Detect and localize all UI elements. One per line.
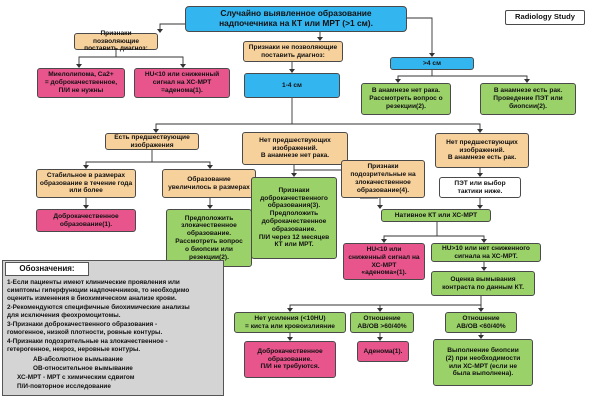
legend-item: симптомы гиперфункции надпочечников, то … (7, 287, 190, 294)
node-ratio-low: Отношение АВ/ОВ <60/40% (445, 312, 517, 333)
legend-item: для исключения феохромоцитомы. (7, 312, 121, 319)
node-benign-no-followup: Доброкачественное образование. П/И не тр… (244, 341, 336, 378)
legend-item: П/И-повторное исследование (17, 383, 111, 390)
node-adenoma: Аденома(1). (357, 341, 409, 362)
node-biopsy: Выполнение биопсии (2) при необходимости… (433, 339, 533, 386)
node-allow-diagnosis: Признаки позволяющие поставить диагноз: (74, 30, 158, 52)
legend-item: гомогенное, низкой плотности, ровные кон… (7, 329, 163, 336)
node-pet-or-tactics: ПЭТ или выбор тактики ниже. (439, 177, 521, 198)
node-assume-malignant: Предположить злокачественное образование… (166, 209, 252, 267)
node-stable: Стабильное в размерах образование в тече… (36, 169, 136, 198)
legend-item: 3-Признаки доброкачественного образовани… (7, 321, 158, 328)
node-gt4cm: >4 см (390, 57, 474, 70)
node-benign-features: Признаки доброкачественного образования(… (251, 177, 337, 259)
root-node: Случайно выявленное образование надпочеч… (185, 6, 407, 32)
node-prior-images: Есть предшествующие изображения (105, 133, 199, 150)
legend-panel: Обозначения: 1-Если пациенты имеют клини… (2, 260, 224, 396)
legend-item: 2-Рекомендуются специфичные биохимически… (7, 304, 190, 311)
node-growing: Образование увеличилось в размерах (162, 169, 256, 198)
node-suspicious: Признаки подозрительные на злокачественн… (341, 160, 425, 198)
legend-item: гетерогенное, некроз, неровные контуры. (7, 346, 141, 353)
node-hu-low-mid: HU<10 или сниженный сигнал на ХС-МРТ «ад… (343, 243, 425, 280)
legend-item: АВ-абсолютное вымывание (33, 356, 123, 363)
legend-item: ХС-МРТ - МРТ с химическим сдвигом (17, 374, 135, 381)
node-no-prior-no-cancer: Нет предшествующих изображений. В анамне… (242, 132, 348, 165)
node-benign-1: Доброкачественное образование(1). (36, 209, 136, 232)
node-cancer-history: В анамнезе есть рак. Проведение ПЭТ или … (480, 83, 576, 115)
node-native-ct: Нативное КТ или ХС-МРТ (381, 209, 491, 222)
legend-item: 4-Признаки подозрительные на злокачестве… (7, 338, 168, 345)
legend-item: ОВ-относительное вымывание (33, 365, 133, 372)
node-hu-high: HU>10 или нет сниженного сигнала на ХС-М… (431, 243, 541, 262)
node-size-1-4: 1-4 см (244, 73, 340, 98)
brand-label: Radiology Study (505, 10, 585, 25)
node-ratio-high: Отношение АВ/ОВ >60/40% (350, 312, 414, 333)
legend-item: оценить изменения в биохимическом анализ… (7, 295, 177, 302)
legend-item: 1-Если пациенты имеют клинические проявл… (7, 279, 180, 286)
node-no-enhancement: Нет усиления (<10HU) = киста или кровоиз… (234, 312, 346, 333)
legend-title: Обозначения: (5, 262, 89, 276)
node-hu-low-top: HU<10 или сниженный сигнал на ХС-МРТ =ад… (134, 68, 230, 98)
node-no-cancer-history: В анамнезе нет рака. Рассмотреть вопрос … (361, 83, 451, 115)
node-no-diagnosis: Признаки не позволяющие поставить диагно… (243, 41, 343, 62)
node-no-prior-cancer: Нет предшествующих изображений. В анамне… (435, 133, 529, 168)
node-washout-eval: Оценка вымывания контраста по данным КТ. (431, 271, 535, 296)
node-myelolipoma: Миелолипома, Ca2+ = доброкачественное, П… (37, 68, 125, 98)
